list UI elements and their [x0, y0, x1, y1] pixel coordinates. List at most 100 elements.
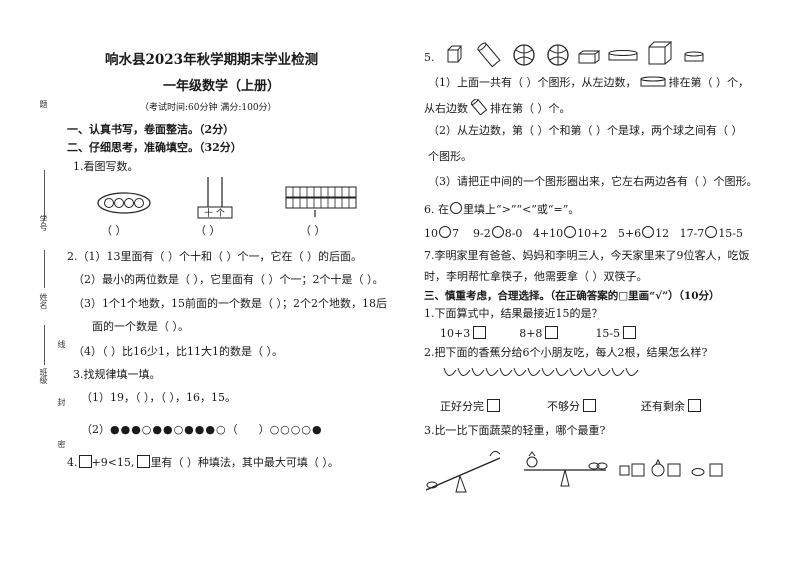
- q4-box-1[interactable]: [78, 455, 92, 468]
- s3q1-option-2: 8+8: [519, 327, 543, 340]
- cube-icon: [447, 45, 462, 63]
- compare-circle[interactable]: [564, 226, 577, 238]
- side-label-name: 姓名: [39, 293, 48, 309]
- q5-line-1c: 从右边数: [424, 102, 468, 115]
- s3q2-checkbox-3[interactable]: [688, 399, 701, 412]
- flat-cylinder-icon: [640, 76, 665, 87]
- side-label-class: 班级: [39, 368, 48, 384]
- ball-icon: [547, 44, 569, 66]
- s3q2-options: 正好分完 不够分 还有剩余: [440, 399, 701, 414]
- q4-box-2[interactable]: [137, 455, 151, 468]
- s3q2-checkbox-1[interactable]: [487, 399, 500, 412]
- side-line: [44, 170, 45, 220]
- q4-prefix: 4.: [67, 456, 78, 469]
- dot-pattern-tail: ○○○○●: [269, 423, 323, 436]
- seesaw-1-icon: [425, 450, 501, 493]
- q3-label: 3.找规律填一填。: [73, 368, 161, 381]
- side-label-ti: 题: [39, 100, 48, 108]
- s3q2-checkbox-2[interactable]: [583, 399, 596, 412]
- side-label-mi: 密: [57, 440, 66, 448]
- q2-line-3: （3）1个1个地数，15前面的一个数是（ ）；2个2个地数，18后: [73, 297, 387, 310]
- s3q1-options: 10+3 8+8 15-5: [440, 326, 637, 341]
- bananas-icon: [443, 367, 639, 376]
- q5-line-1: （1）上面一共有（ ）个图形，从左边数， 排在第（ ）个，: [428, 76, 749, 90]
- s3q2-option-2: 不够分: [547, 400, 580, 413]
- section-3-heading: 三、慎重考虑，合理选择。（在正确答案的□里画“√”）（10分）: [424, 290, 720, 302]
- q6-label-b: 里填上“>”“<”或“=”。: [463, 203, 580, 216]
- s3q2-label: 2.把下面的香蕉分给6个小朋友吃，每人2根，结果怎么样?: [424, 346, 708, 359]
- side-label-student-number: 学号: [39, 215, 48, 231]
- exam-subtitle: 一年级数学（上册）: [163, 79, 281, 94]
- exam-info: （考试时间:60分钟 满分:100分）: [140, 103, 277, 113]
- q7-line-1: 7.李明家里有爸爸、妈妈和李明三人，今天家里来了9位客人，吃饭: [424, 249, 750, 262]
- cube-icon: [648, 41, 673, 65]
- q5-line-1-cont: 从右边数 排在第（ ）个。: [424, 98, 571, 116]
- q3-line-2: （2）●●●○●●○●●●○（ ）○○○○●: [81, 423, 323, 436]
- q6-label-a: 6. 在: [424, 203, 449, 216]
- section-2-heading: 二、仔细思考，准确填空。（32分）: [67, 141, 242, 154]
- s3q1-option-3: 15-5: [595, 327, 621, 340]
- q2-line-3b: 面的一个数是（ ）。: [92, 320, 189, 333]
- ball-icon: [513, 44, 535, 66]
- s3q1-option-1: 10+3: [440, 327, 471, 340]
- q1-label: 1.看图写数。: [73, 160, 139, 173]
- s3q1-checkbox-3[interactable]: [623, 326, 637, 339]
- compare-circle[interactable]: [642, 226, 655, 238]
- cylinder-icon: [470, 98, 488, 116]
- cuboid-icon: [578, 50, 601, 64]
- s3q1-checkbox-2[interactable]: [545, 326, 559, 339]
- q5-label: 5.: [424, 51, 435, 64]
- q4-text-1: +9<15,: [91, 456, 135, 469]
- q3-line-2-prefix: （2）: [81, 423, 110, 436]
- compare-circle[interactable]: [491, 226, 504, 238]
- s3q2-option-3: 还有剩余: [641, 400, 685, 413]
- q2-line-4: （4）（ ）比16少1，比11大1的数是（ ）。: [73, 345, 283, 358]
- side-label-feng: 封: [57, 398, 66, 406]
- compare-circle[interactable]: [439, 226, 451, 238]
- s3q2-option-1: 正好分完: [440, 400, 484, 413]
- exam-title: 响水县2023年秋学期期末学业检测: [105, 52, 319, 68]
- flat-cylinder-icon: [608, 50, 638, 61]
- q1-blank-3[interactable]: （ ）: [300, 224, 326, 237]
- abacus-label: 十 个: [204, 209, 225, 219]
- s3q1-checkbox-1[interactable]: [473, 326, 487, 339]
- flat-cylinder-icon: [684, 51, 704, 62]
- s3q1-label: 1.下面算式中，结果最接近15的是？: [424, 307, 603, 320]
- q5-line-1b: 排在第（ ）个，: [668, 76, 750, 89]
- q5-line-1a: （1）上面一共有（ ）个图形，从左边数，: [428, 76, 637, 89]
- compare-circle[interactable]: [705, 226, 718, 238]
- q5-line-3: （3）请把正中间的一个图形圈出来，它左右两边各有（ ）个图形。: [428, 175, 758, 188]
- q2-line-2: （2）最小的两位数是（ ），它里面有（ ）个一；2个十是（ ）。: [73, 273, 384, 286]
- q3-line-1: （1）19，（ ），（ ），16，15。: [81, 391, 236, 404]
- seesaw-2-icon: [524, 451, 608, 487]
- q1-blank-1[interactable]: （ ）: [101, 224, 127, 237]
- counting-sticks-icon: [285, 186, 357, 217]
- q4-line: 4. +9<15, 里有（ ）种填法，其中最大可填（ ）。: [67, 455, 339, 470]
- s3q3-label: 3.比一比下面蔬菜的轻重，哪个最重?: [424, 424, 606, 437]
- side-line: [44, 250, 45, 288]
- q2-line-1: 2.（1）13里面有（ ）个十和（ ）个一，它在（ ）的后面。: [67, 250, 362, 263]
- abacus-icon: [197, 177, 233, 219]
- q6-label: 6. 在 里填上“>”“<”或“=”。: [424, 202, 579, 217]
- side-line: [44, 325, 45, 365]
- vegetable-choices-icon: [619, 458, 723, 477]
- section-1-heading: 一、认真书写，卷面整洁。（2分）: [67, 123, 235, 136]
- cylinder-icon: [477, 42, 501, 68]
- q1-blank-2[interactable]: （ ）: [195, 224, 221, 237]
- q7-line-2: 时，李明帮忙拿筷子，他需要拿（ ）双筷子。: [424, 270, 648, 283]
- apple-plate-icon: [97, 192, 151, 214]
- q5-line-2: （2）从左边数，第（ ）个和第（ ）个是球，两个球之间有（ ）: [428, 124, 743, 137]
- q4-text-2: 里有（ ）种填法，其中最大可填（ ）。: [150, 456, 339, 469]
- dot-pattern: ●●●○●●○●●●○: [110, 423, 227, 436]
- side-label-xian: 线: [57, 340, 66, 348]
- blank-circle-icon: [450, 202, 462, 214]
- q5-line-1d: 排在第（ ）个。: [490, 102, 571, 115]
- q5-line-2b: 个图形。: [428, 150, 472, 163]
